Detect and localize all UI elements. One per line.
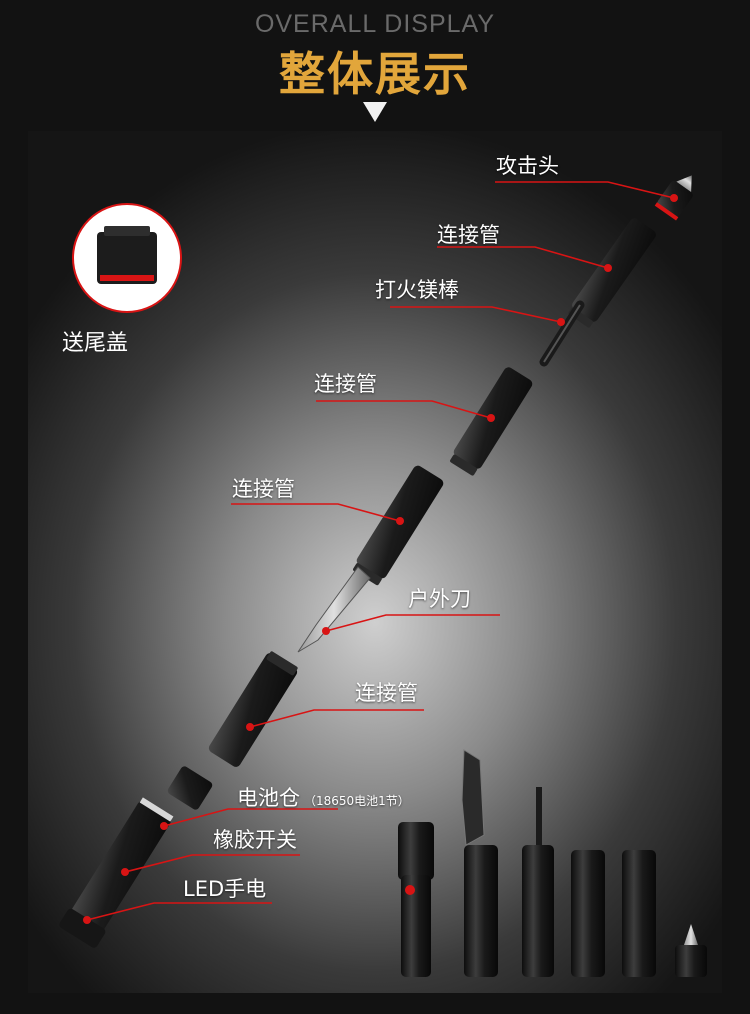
fire-rod-part <box>539 300 585 367</box>
fire-rod-label: 打火镁棒 <box>375 278 459 302</box>
battery-note: （18650电池1节） <box>304 794 410 808</box>
header: OVERALL DISPLAY 整体展示 <box>0 0 750 130</box>
battery-label-text: 电池仓 <box>237 786 300 810</box>
battery-label: 电池仓 （18650电池1节） <box>237 782 410 812</box>
english-title: OVERALL DISPLAY <box>254 10 496 38</box>
battery-ring-part <box>167 766 213 810</box>
tube-2-label: 连接管 <box>314 372 377 396</box>
knife-blade-part <box>297 566 371 653</box>
knife-label: 户外刀 <box>408 587 471 611</box>
tube-3-part <box>353 465 444 586</box>
chinese-title: 整体展示 <box>279 47 471 101</box>
tail-cap-label: 送尾盖 <box>62 331 129 356</box>
tube-4-label: 连接管 <box>355 681 418 705</box>
parts-lineup <box>398 749 707 977</box>
switch-label: 橡胶开关 <box>213 828 297 852</box>
flashlight-part <box>59 797 174 948</box>
down-arrow-icon <box>363 102 387 122</box>
attack-head-part <box>654 175 693 221</box>
leader-dots <box>83 194 678 924</box>
tube-4-part <box>208 651 298 767</box>
flashlight-label: LED手电 <box>183 877 267 901</box>
tube-3-label: 连接管 <box>232 477 295 501</box>
leader-lines <box>86 181 675 921</box>
tube-1-label: 连接管 <box>437 223 500 247</box>
tail-cap-inset <box>72 203 182 313</box>
attack-head-label: 攻击头 <box>496 154 559 178</box>
